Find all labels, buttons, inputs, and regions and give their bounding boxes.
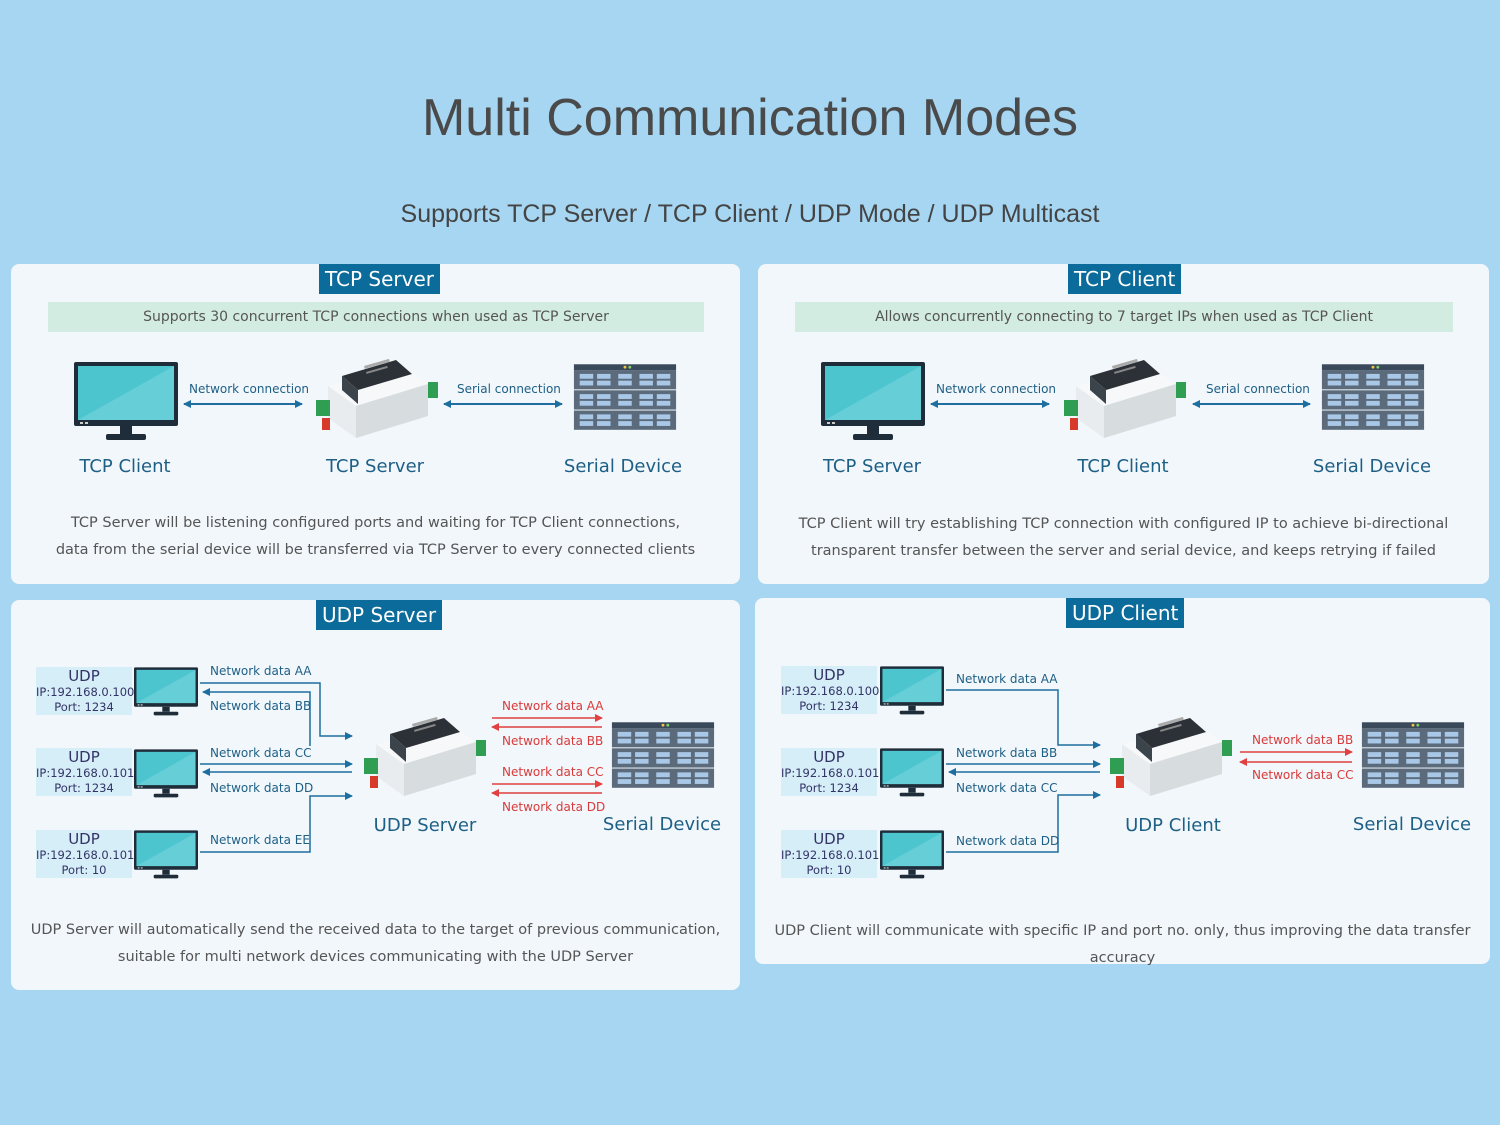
udp-server-center-label: UDP Server <box>373 815 477 836</box>
udp-client-center-label: UDP Client <box>1125 815 1221 836</box>
monitor-icon <box>880 748 944 797</box>
udp-client-right-label: Serial Device <box>1352 814 1472 835</box>
udp-server-title: UDP Server <box>316 600 443 630</box>
net-label-cc: Network data CC <box>210 746 312 760</box>
monitor-icon <box>880 666 944 715</box>
net-label-dd: Network data DD <box>956 834 1060 848</box>
udp-server-description: UDP Server will automatically send the r… <box>30 922 721 965</box>
page-title: Multi Communication Modes <box>421 89 1079 147</box>
tcp-client-right-label: Serial Device <box>1312 456 1432 477</box>
tcp-server-right-label: Serial Device <box>563 456 683 477</box>
serial-label-cc: Network data CC <box>1252 768 1354 782</box>
udp-server-panel <box>11 600 740 990</box>
tcp-server-center-label: TCP Server <box>325 456 425 477</box>
network-connection-label: Network connection <box>936 382 1057 396</box>
tcp-client-band: Allows concurrently connecting to 7 targ… <box>795 302 1453 332</box>
tcp-client-description: TCP Client will try establishing TCP con… <box>798 516 1449 559</box>
serial-device-icon <box>1361 722 1465 788</box>
tcp-client-center-label: TCP Client <box>1077 456 1169 477</box>
data-dd-arrow <box>946 791 1101 853</box>
serial-label-bb: Network data BB <box>1252 733 1354 747</box>
data-aa-arrow <box>200 682 353 740</box>
tcp-client-left-label: TCP Server <box>822 456 922 477</box>
serial-label-aa: Network data AA <box>502 699 604 713</box>
tcp-server-left-label: TCP Client <box>79 456 171 477</box>
tcp-server-description: TCP Server will be listening configured … <box>55 515 696 558</box>
serial-connection-label: Serial connection <box>1206 382 1310 396</box>
page-subtitle: Supports TCP Server / TCP Client / UDP M… <box>400 200 1100 228</box>
data-ee-arrow <box>200 792 353 853</box>
serial-connection-label: Serial connection <box>457 382 561 396</box>
net-label-cc: Network data CC <box>956 781 1058 795</box>
serial-label-dd: Network data DD <box>502 800 606 814</box>
net-label-bb: Network data BB <box>210 699 312 713</box>
tcp-server-title: TCP Server <box>319 264 441 294</box>
monitor-icon <box>880 830 944 879</box>
udp-client-device-icon <box>1110 716 1232 796</box>
network-connection-label: Network connection <box>189 382 310 396</box>
net-label-bb: Network data BB <box>956 746 1058 760</box>
tcp-client-title: TCP Client <box>1068 264 1182 294</box>
net-label-aa: Network data AA <box>956 672 1058 686</box>
net-label-aa: Network data AA <box>210 664 312 678</box>
serial-label-bb: Network data BB <box>502 734 604 748</box>
net-label-ee: Network data EE <box>210 833 310 847</box>
data-bb-arrow <box>202 688 311 746</box>
udp-server-right-label: Serial Device <box>602 814 722 835</box>
tcp-server-band: Supports 30 concurrent TCP connections w… <box>48 302 704 332</box>
net-label-dd: Network data DD <box>210 781 314 795</box>
udp-client-description: UDP Client will communicate with specifi… <box>774 923 1471 966</box>
udp-client-title: UDP Client <box>1066 598 1185 628</box>
serial-label-cc: Network data CC <box>502 765 604 779</box>
data-aa-arrow <box>946 689 1101 749</box>
